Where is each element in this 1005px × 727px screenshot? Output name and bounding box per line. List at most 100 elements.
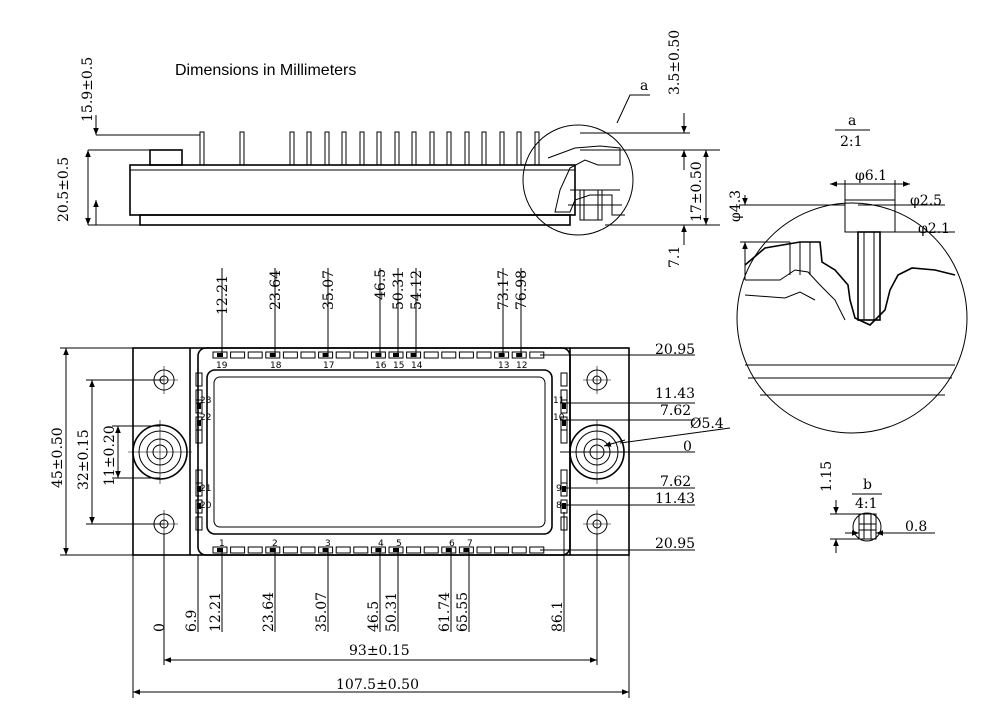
pin-slot	[406, 351, 422, 359]
side-dim-3-5: 3.5±0.50	[667, 30, 683, 95]
left-pin-slot-column	[195, 372, 203, 531]
pin-terminal	[197, 486, 201, 492]
detail-a-scale: 2:1	[840, 134, 863, 150]
pin-slot	[560, 429, 568, 444]
side-pin	[534, 131, 540, 166]
stud-left	[128, 420, 192, 484]
pin-slot	[195, 429, 203, 444]
pin-terminal	[516, 353, 523, 357]
pin-terminal	[217, 353, 223, 357]
detail-b-dim-1-15: 1.15	[819, 461, 835, 492]
side-dim-17: 17±0.50	[689, 161, 705, 222]
top-dim-35-07: 35.07	[321, 270, 337, 310]
top-lid-inner	[213, 376, 546, 528]
pin-slot	[230, 351, 246, 359]
detail-a-view: a 2:1 φ6.1 φ2.5 φ2.1 φ4.3	[728, 113, 968, 434]
pin-num-19: 19	[216, 361, 228, 371]
pin-slot	[195, 516, 203, 531]
pin-num-1: 1	[219, 539, 225, 549]
pin-num-21: 21	[200, 484, 211, 494]
pin-slot	[265, 351, 281, 359]
side-pin	[481, 131, 487, 166]
pin-num-8: 8	[556, 501, 562, 511]
pin-num-9: 9	[556, 484, 562, 494]
bottom-dim-46-5: 46.5	[366, 601, 382, 632]
pin-num-5: 5	[396, 539, 402, 549]
pin-terminal	[562, 420, 566, 426]
pin-terminal	[562, 486, 566, 492]
pin-terminal	[269, 548, 276, 552]
side-pin	[324, 131, 330, 166]
side-dim-7-1: 7.1	[667, 246, 683, 268]
pin-num-12: 12	[516, 361, 527, 371]
bottom-dim-50-31: 50.31	[384, 592, 400, 632]
right-dim-20-95-top: 20.95	[655, 342, 695, 358]
top-dim-23-64: 23.64	[268, 270, 284, 310]
pin-slot	[247, 546, 263, 554]
detail-b-label: b	[863, 477, 872, 493]
pin-slot	[511, 351, 527, 359]
detail-a-callout: a	[640, 78, 648, 94]
side-pin	[289, 131, 295, 166]
bottom-dim-12-21: 12.21	[208, 592, 224, 632]
pin-slot	[282, 546, 298, 554]
side-pin	[464, 131, 470, 166]
pin-num-6: 6	[449, 539, 455, 549]
pin-slot	[195, 499, 203, 514]
pin-num-10: 10	[553, 413, 565, 423]
side-pin	[446, 131, 452, 166]
detail-b-scale: 4:1	[855, 496, 878, 512]
mount-hole-bottom-right	[583, 510, 611, 538]
detail-a-dim-2-5: φ2.5	[910, 193, 942, 209]
pin-slot	[560, 399, 568, 414]
pin-num-17: 17	[323, 361, 334, 371]
side-pin	[499, 131, 505, 166]
bottom-pin-slot-row	[212, 546, 545, 554]
pin-terminal	[410, 353, 417, 357]
pin-slot	[195, 482, 203, 497]
right-dim-7-62-bottom: 7.62	[660, 474, 691, 490]
detail-a-dim-4-3: φ4.3	[728, 190, 744, 222]
pin-slot	[300, 546, 316, 554]
bottom-dim-61-74: 61.74	[437, 592, 453, 632]
side-pin	[429, 131, 435, 166]
pin-terminal	[445, 548, 452, 552]
right-dim-7-62-top: 7.62	[660, 403, 691, 419]
mount-hole-top-right	[583, 366, 611, 394]
top-housing	[197, 347, 571, 556]
pin-num-2: 2	[272, 539, 278, 549]
dim-93: 93±0.15	[349, 643, 410, 659]
pin-slot	[300, 351, 316, 359]
pin-slot	[388, 351, 404, 359]
pin-num-4: 4	[378, 539, 384, 549]
pin-slot	[441, 351, 457, 359]
side-pin	[359, 131, 365, 166]
pin-terminal	[217, 548, 223, 552]
side-pin-row	[199, 131, 540, 166]
side-pin	[306, 131, 312, 166]
top-dim-46-5: 46.5	[373, 269, 389, 300]
detail-a-dim-2-1: φ2.1	[918, 221, 950, 237]
pin-terminal	[322, 353, 329, 357]
pin-slot	[476, 351, 492, 359]
pin-terminal	[562, 403, 566, 409]
pin-slot	[423, 546, 439, 554]
pin-num-14: 14	[411, 361, 423, 371]
pin-terminal	[393, 548, 399, 552]
detail-a-pin	[857, 231, 881, 321]
pin-terminal	[197, 403, 201, 409]
pin-slot	[494, 351, 510, 359]
pin-num-3: 3	[325, 539, 331, 549]
detail-b-dim-0-8: 0.8	[905, 519, 927, 535]
pin-terminal	[562, 503, 566, 509]
pin-slot	[318, 546, 334, 554]
pin-slot	[476, 546, 492, 554]
pin-slot	[335, 351, 351, 359]
pin-slot	[370, 546, 386, 554]
bottom-dim-86-1: 86.1	[550, 601, 566, 632]
drawing-title: Dimensions in Millimeters	[175, 62, 356, 79]
pin-slot	[247, 351, 263, 359]
top-dim-50-31: 50.31	[391, 270, 407, 310]
pin-num-15: 15	[393, 361, 404, 371]
side-dim-20-5: 20.5±0.5	[56, 157, 72, 222]
